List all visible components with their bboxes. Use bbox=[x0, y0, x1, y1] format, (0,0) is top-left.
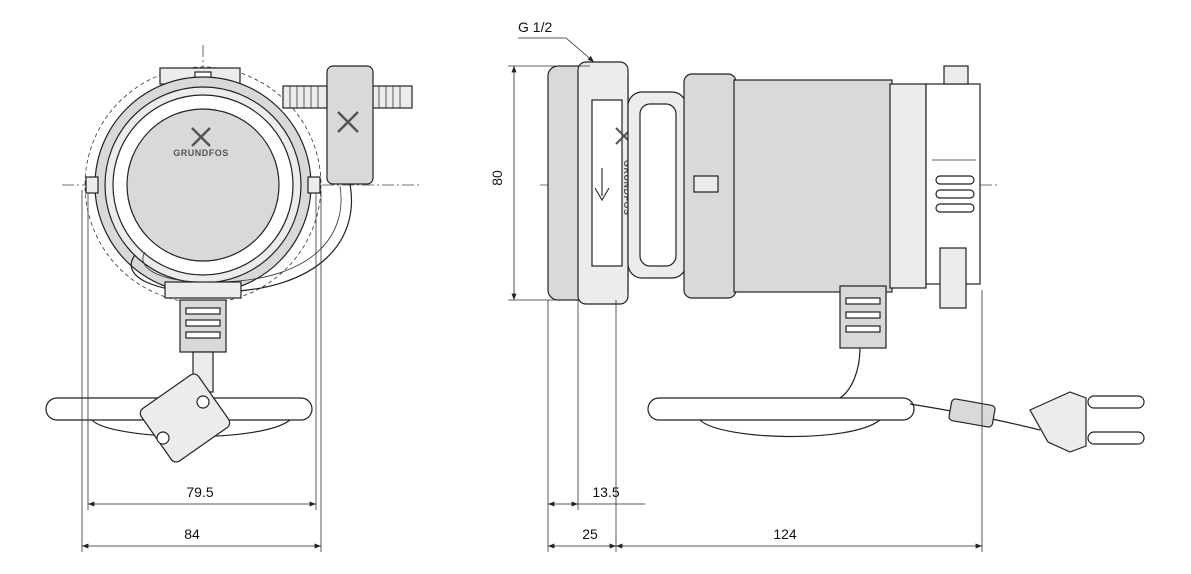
front-knob-ridges bbox=[289, 86, 401, 108]
front-knob-right bbox=[371, 85, 413, 109]
side-pipe-channel bbox=[591, 99, 623, 267]
front-strain-relief-slots bbox=[185, 307, 221, 339]
thread-leader bbox=[518, 37, 595, 63]
front-right-bolt bbox=[307, 176, 321, 194]
dim-label-13-5: 13.5 bbox=[592, 484, 619, 500]
side-plug-pin-top bbox=[1087, 395, 1145, 409]
front-plug-bracket bbox=[139, 373, 231, 463]
dim-label-124: 124 bbox=[773, 526, 797, 542]
front-lower-bracket bbox=[164, 281, 242, 299]
side-plug-body bbox=[1029, 391, 1087, 453]
front-logo-text: GRUNDFOS bbox=[173, 148, 229, 158]
side-motor-bolt bbox=[693, 175, 719, 193]
side-control-clip bbox=[939, 247, 967, 309]
dim-label-79-5: 79.5 bbox=[186, 484, 213, 500]
front-plug-hole-top bbox=[196, 395, 210, 409]
side-plug-pin-bottom bbox=[1087, 431, 1145, 445]
side-motor-end bbox=[889, 83, 927, 289]
flow-direction-arrow-icon bbox=[594, 168, 610, 202]
dim-label-84: 84 bbox=[184, 526, 200, 542]
side-strain-relief-slots bbox=[845, 297, 881, 333]
front-left-bolt bbox=[85, 176, 99, 194]
side-cable-down bbox=[839, 347, 861, 399]
side-cable-sleeve bbox=[948, 398, 996, 428]
side-base-curve bbox=[699, 419, 881, 438]
side-control-vents bbox=[935, 175, 975, 213]
front-logo-icon bbox=[191, 127, 211, 147]
front-plug-hole-bottom bbox=[156, 431, 170, 445]
thread-label: G 1/2 bbox=[518, 19, 552, 35]
dim-label-80: 80 bbox=[489, 170, 505, 186]
front-motor-cover bbox=[126, 108, 280, 262]
dim-label-25: 25 bbox=[582, 526, 598, 542]
side-coupling-inner bbox=[639, 103, 677, 267]
front-control-box-logo-icon bbox=[337, 111, 359, 133]
side-logo-text: GRUNDFOS bbox=[622, 160, 632, 216]
front-cable-loop-inner bbox=[142, 185, 342, 283]
side-base-bar bbox=[647, 397, 915, 421]
side-view: G 1/2 GRUNDFOS bbox=[489, 19, 1145, 552]
front-view: GRUNDFOS bbox=[45, 45, 420, 552]
side-motor-can bbox=[733, 79, 893, 293]
side-control-top-tab bbox=[943, 65, 969, 85]
